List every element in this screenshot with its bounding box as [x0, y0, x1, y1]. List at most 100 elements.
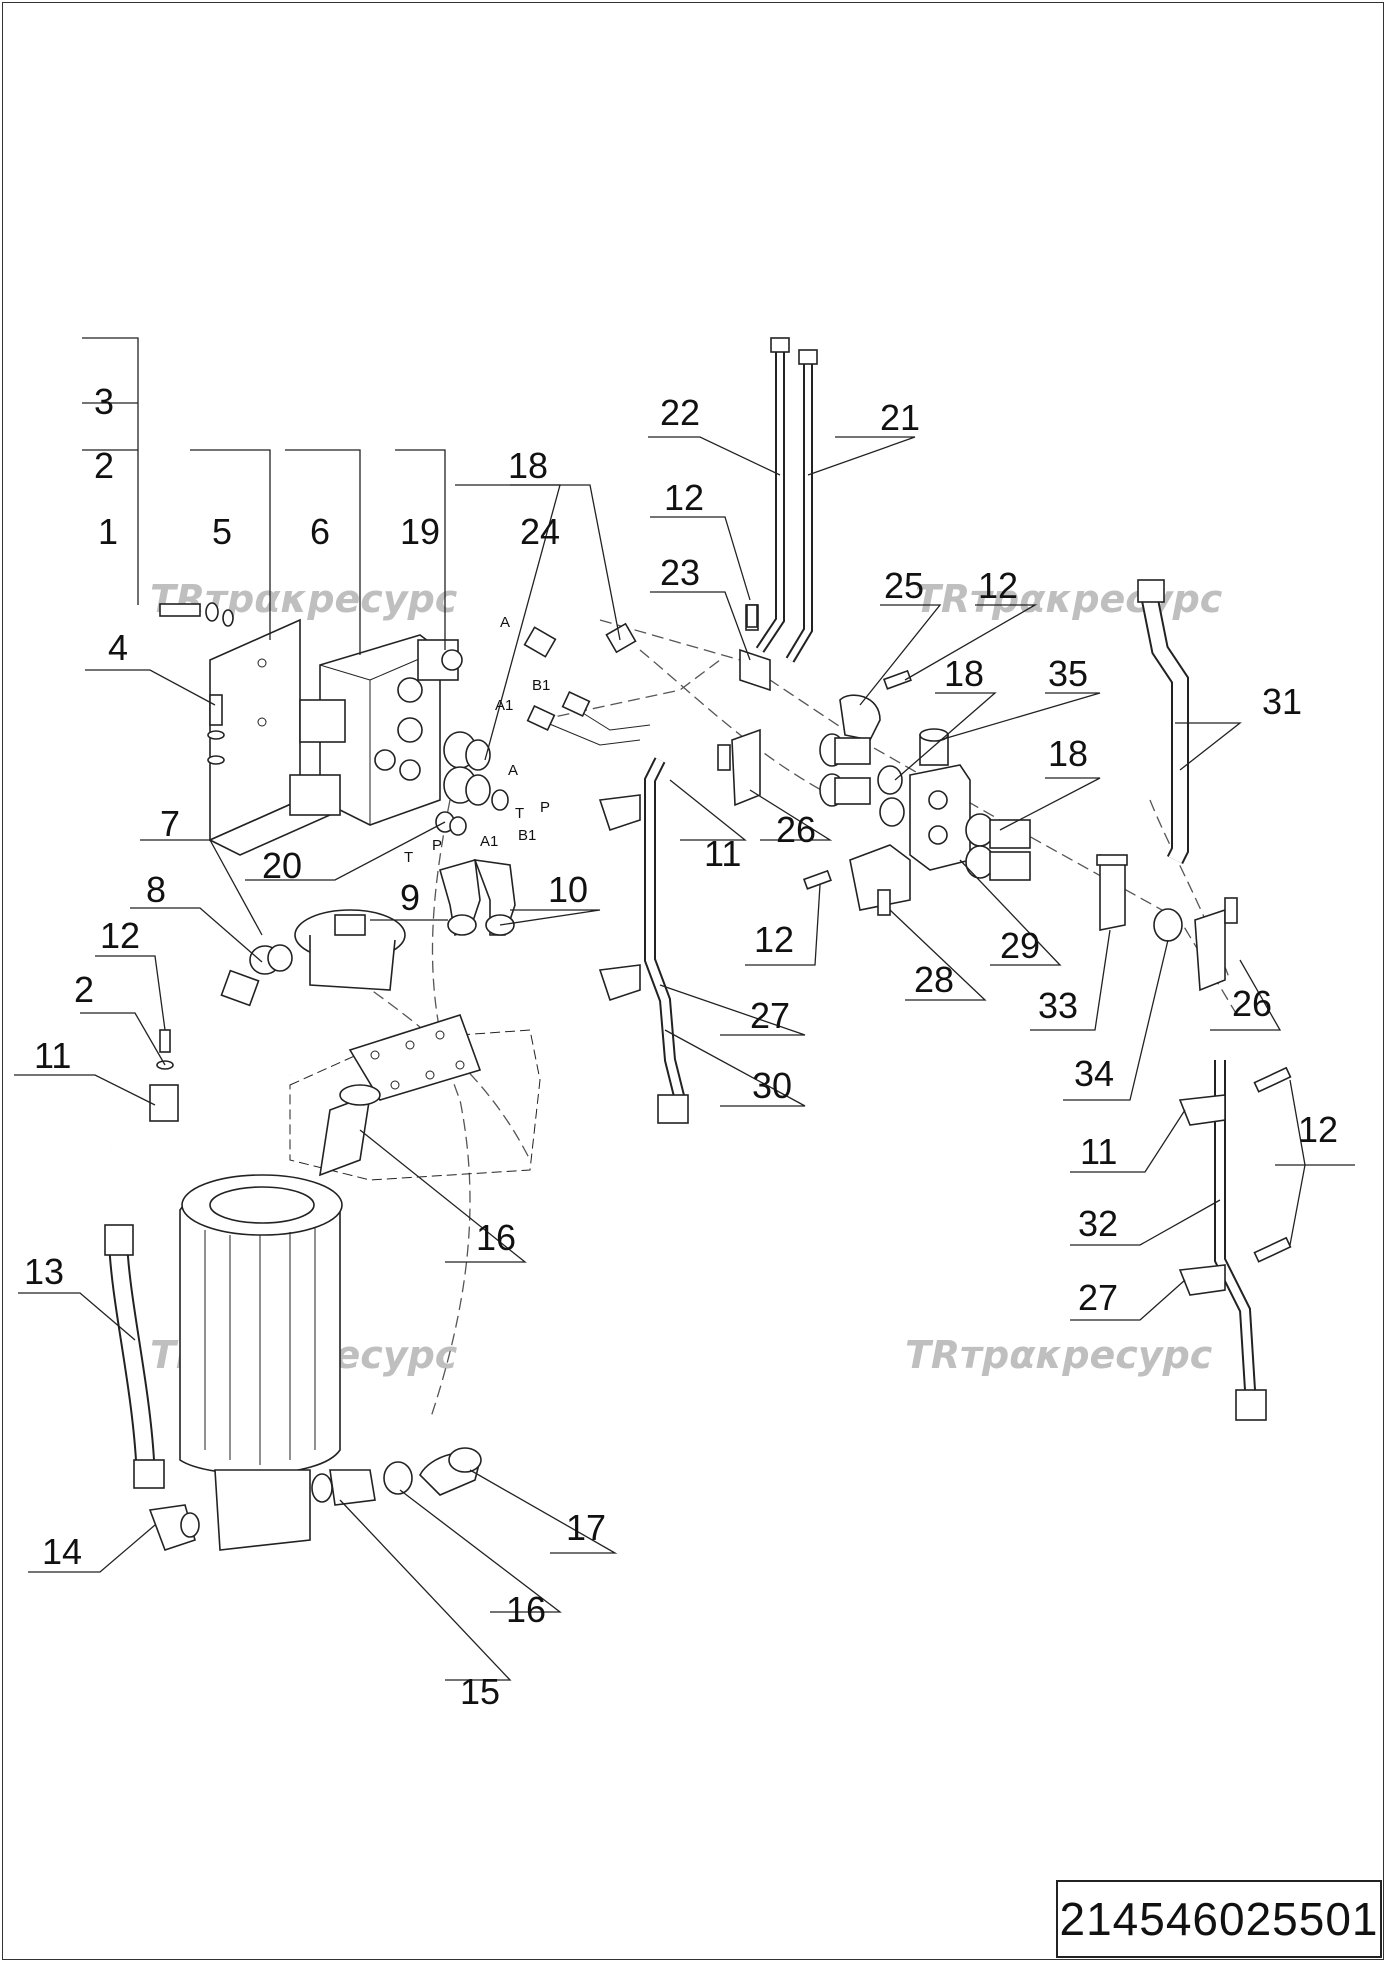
callout-3: 3	[94, 381, 114, 422]
fitting-group-part-18c	[965, 813, 1031, 881]
callout-21: 21	[880, 397, 920, 438]
callout-27: 27	[1078, 1277, 1118, 1318]
leader-lines	[14, 337, 1355, 1681]
drawing-number-box: 214546025501	[1056, 1880, 1382, 1958]
callout-9: 9	[400, 877, 420, 918]
elbow-part-14	[148, 1504, 200, 1552]
tube-part-30	[644, 757, 689, 1124]
callout-2: 2	[74, 969, 94, 1010]
watermark-top-left: TR трακресурс	[150, 577, 458, 621]
callout-29: 29	[1000, 925, 1040, 966]
callout-34: 34	[1074, 1053, 1114, 1094]
callout-20: 20	[262, 845, 302, 886]
port-label-a: A	[500, 614, 510, 631]
callout-10: 10	[548, 869, 588, 910]
callout-4: 4	[108, 627, 128, 668]
port-label-t: T	[404, 849, 413, 866]
tube-part-32	[1214, 1060, 1267, 1421]
port-label-p: P	[432, 837, 442, 854]
port-label-b1: B1	[518, 827, 536, 844]
callout-31: 31	[1262, 681, 1302, 722]
elbow-part-17	[419, 1447, 482, 1496]
bolt-part-1	[159, 602, 234, 627]
hose-part-24	[523, 622, 637, 667]
callout-16: 16	[506, 1589, 546, 1630]
tube-part-21	[785, 349, 818, 663]
screws-part-12e	[1253, 1066, 1292, 1263]
callout-27: 27	[750, 995, 790, 1036]
clamp-part-27b	[1178, 1264, 1226, 1296]
callout-13: 13	[24, 1251, 64, 1292]
callout-1: 1	[98, 511, 118, 552]
callout-11: 11	[704, 833, 741, 874]
elbow-part-9	[439, 858, 481, 937]
watermark-text: трακресурс	[970, 577, 1223, 621]
callout-17: 17	[566, 1507, 606, 1548]
callout-12: 12	[100, 915, 140, 956]
clamp-part-27a	[598, 964, 641, 1002]
callout-12: 12	[664, 477, 704, 518]
callout-26: 26	[1232, 983, 1272, 1024]
valve-block-part-6	[289, 634, 463, 826]
hose-part-13	[104, 1224, 165, 1489]
seal-part-16b	[383, 1461, 413, 1495]
bracket-part-25	[839, 694, 881, 741]
fitting-group-part-18b	[819, 733, 905, 827]
screw-part-12a	[156, 1029, 174, 1070]
callout-28: 28	[914, 959, 954, 1000]
screw-part-4	[207, 694, 225, 765]
filter-element-part-16a	[319, 1084, 381, 1177]
callout-25: 25	[884, 565, 924, 606]
callout-7: 7	[160, 803, 180, 844]
callout-23: 23	[660, 552, 700, 593]
fitting-part-15	[311, 1469, 376, 1506]
callout-18: 18	[944, 653, 984, 694]
callout-11: 11	[34, 1035, 71, 1076]
callout-35: 35	[1048, 653, 1088, 694]
spacer-part-34	[1153, 908, 1183, 942]
callout-labels: 3 2 1 5 6 19 18 24 4 20 7 8 9 10 12 2 11…	[24, 381, 1338, 1712]
callout-5: 5	[212, 511, 232, 552]
filter-part-7	[294, 909, 406, 991]
watermark-logo-icon: TR	[905, 1333, 960, 1377]
callout-12: 12	[1298, 1109, 1338, 1150]
port-labels: A B1 A1 A P T B1 A1 T P	[404, 614, 550, 866]
tube-part-11-left	[105, 1071, 293, 1152]
screw-part-12b	[746, 604, 758, 628]
port-label-a1: A1	[480, 833, 498, 850]
screw-part-12c	[882, 669, 912, 690]
tank-part	[289, 1014, 541, 1181]
watermark-mid-right: TR трακресурс	[905, 1333, 1213, 1377]
clamp-part-11c	[1178, 1094, 1226, 1126]
clamp-part-11b	[598, 794, 641, 832]
bracket-part-33	[1096, 854, 1128, 931]
watermark-top-right: TR трακресурс	[915, 577, 1223, 621]
valve-part-35	[919, 728, 949, 766]
tube-part-31	[1137, 579, 1189, 865]
bracket-part-26a	[717, 728, 761, 807]
callout-11: 11	[1080, 1131, 1117, 1172]
port-label-p: P	[540, 799, 550, 816]
callout-14: 14	[42, 1531, 82, 1572]
tube-lines-a1-b1	[526, 691, 651, 746]
callout-6: 6	[310, 511, 330, 552]
bracket-part-26b	[1194, 897, 1238, 992]
adapter-part-8	[220, 944, 293, 1007]
tube-part-22	[755, 337, 790, 653]
drawing-number: 214546025501	[1059, 1893, 1379, 1945]
bracket-part-28	[849, 844, 911, 916]
callout-26: 26	[776, 809, 816, 850]
callout-30: 30	[752, 1065, 792, 1106]
callout-22: 22	[660, 392, 700, 433]
callout-33: 33	[1038, 985, 1078, 1026]
fitting-group-part-18	[443, 731, 509, 811]
port-label-a1: A1	[495, 697, 513, 714]
callout-2: 2	[94, 445, 114, 486]
callout-24: 24	[520, 511, 560, 552]
fitting-part-20	[435, 811, 467, 836]
callout-8: 8	[146, 869, 166, 910]
callout-16: 16	[476, 1217, 516, 1258]
watermark-text: трακресурс	[960, 1333, 1213, 1377]
callout-19: 19	[400, 511, 440, 552]
